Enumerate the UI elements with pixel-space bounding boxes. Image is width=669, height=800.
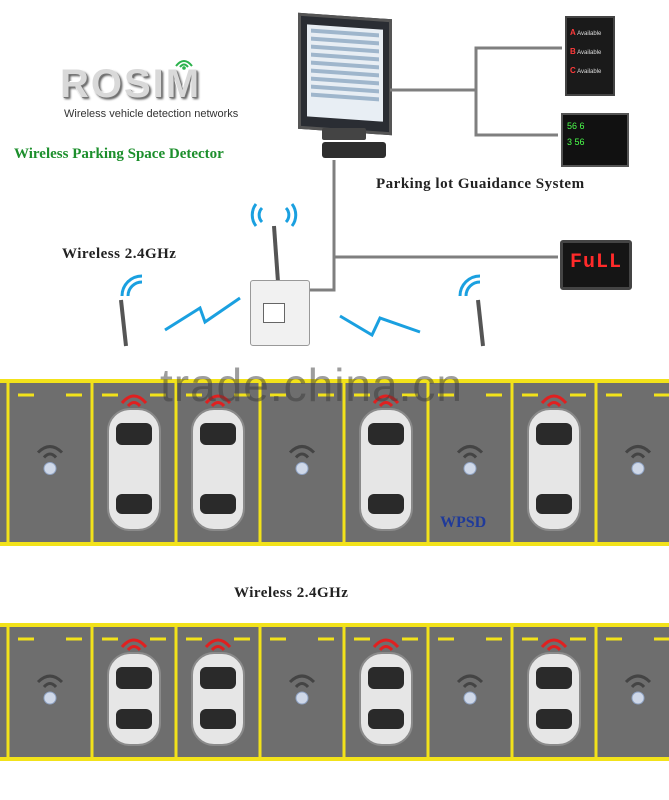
bottom-lot-signal-red-icon	[120, 638, 148, 649]
bottom-lot-signal-icon	[288, 674, 316, 684]
bottom-lot-sensor	[463, 691, 477, 705]
wireless-gateway	[250, 280, 310, 346]
top-lot-signal-icon	[36, 445, 64, 454]
bottom-lot-signal-icon	[36, 674, 64, 684]
top-lot-signal-icon	[288, 445, 316, 454]
bottom-lot-car	[107, 652, 161, 746]
top-lot-signal-red-icon	[372, 394, 400, 405]
top-lot-sensor	[463, 462, 477, 475]
repeater-signal-icon-right	[458, 274, 481, 297]
bottom-lot-sensor	[631, 691, 645, 705]
network-lines	[119, 46, 562, 347]
gateway-signal-icon	[250, 203, 298, 227]
bottom-lot-sensor	[295, 691, 309, 705]
bottom-lot-car	[191, 652, 245, 746]
bottom-lot-car	[359, 652, 413, 746]
guidance-row-2: 3 56	[567, 137, 585, 147]
keyboard-base	[322, 142, 386, 158]
availability-board: A Available B Available C Available	[565, 16, 615, 96]
full-sign: FuLL	[560, 240, 632, 290]
top-lot-signal-red-icon	[204, 394, 232, 405]
bottom-lot-signal-red-icon	[204, 638, 232, 649]
bottom-lot-signal-red-icon	[372, 638, 400, 649]
top-lot-signal-red-icon	[120, 394, 148, 405]
logo-wifi-icon	[175, 60, 193, 70]
rosim-logo: ROSIM	[60, 62, 202, 106]
top-lot-signal-icon	[624, 445, 652, 454]
bottom-lot-signal-red-icon	[540, 638, 568, 649]
page-title: Wireless Parking Space Detector	[14, 146, 224, 162]
guidance-system-label: Parking lot Guaidance System	[376, 176, 585, 192]
logo-tagline: Wireless vehicle detection networks	[64, 108, 239, 120]
bottom-lot-signal-icon	[456, 674, 484, 684]
guidance-row-1: 56 6	[567, 121, 585, 131]
top-lot-signal-red-icon	[540, 394, 568, 405]
wpsd-label: WPSD	[440, 514, 487, 531]
repeater-signal-icon-left	[120, 274, 143, 297]
wireless-label-bottom: Wireless 2.4GHz	[234, 585, 349, 601]
monitor-stand	[322, 128, 366, 140]
top-lot-sensor	[295, 462, 309, 475]
top-lot-signal-icon	[456, 445, 484, 454]
guidance-display: 56 6 3 56	[561, 113, 629, 167]
top-lot-sensor	[43, 462, 57, 475]
bottom-lot-car	[527, 652, 581, 746]
wireless-label-top: Wireless 2.4GHz	[62, 246, 177, 262]
watermark: trade.china.cn	[160, 359, 463, 411]
top-lot-sensor	[631, 462, 645, 475]
bottom-lot-sensor	[43, 691, 57, 705]
bottom-lot-signal-icon	[624, 674, 652, 684]
